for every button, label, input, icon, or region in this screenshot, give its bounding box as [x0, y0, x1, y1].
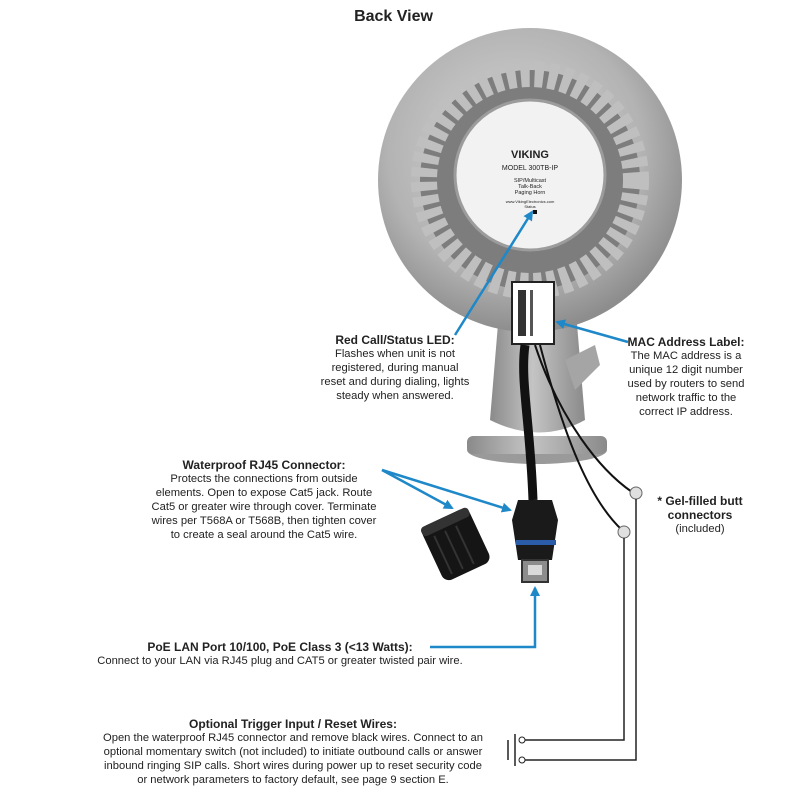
butt-connector-1 — [629, 486, 643, 500]
page-title: Back View — [354, 8, 433, 25]
status-text: Status — [524, 204, 535, 209]
mac-callout-line: The MAC address is a — [630, 350, 742, 362]
poe-callout-line: Connect to your LAN via RJ45 plug and CA… — [97, 655, 463, 667]
mac-arrow — [555, 319, 629, 344]
momentary-switch — [507, 734, 526, 766]
rj45-callout-line: to create a seal around the Cat5 wire. — [170, 529, 358, 541]
rj45-callout-line: elements. Open to expose Cat5 jack. Rout… — [155, 487, 373, 499]
mac-callout-line: used by routers to send — [627, 378, 745, 390]
led-callout-line: registered, during manual — [331, 362, 459, 374]
led-callout-line: steady when answered. — [336, 390, 454, 402]
led-callout-heading: Red Call/Status LED: — [335, 333, 455, 347]
horn-label-disc — [453, 98, 607, 252]
rj45-callout-line: Protects the connections from outside — [170, 473, 358, 485]
mac-callout: MAC Address Label: The MAC address is a … — [616, 335, 756, 419]
callout-arrows — [381, 210, 629, 649]
trigger-callout: Optional Trigger Input / Reset Wires: Op… — [86, 717, 500, 787]
website-text: www.VikingElectronics.com — [506, 199, 555, 204]
rj45-callout-heading: Waterproof RJ45 Connector: — [182, 458, 346, 472]
poe-arrow — [430, 586, 540, 649]
rj45-arrow-cover — [381, 468, 454, 510]
butt-connector-2 — [617, 525, 631, 539]
desc2-text: Talk-Back — [518, 184, 542, 190]
mac-callout-line: unique 12 digit number — [629, 364, 743, 376]
gel-callout-heading: * Gel-filled butt — [657, 494, 743, 508]
model-text: MODEL 300TB-IP — [502, 165, 558, 172]
gel-callout: * Gel-filled butt connectors (included) — [650, 494, 750, 536]
trigger-callout-line: Open the waterproof RJ45 connector and r… — [103, 732, 483, 744]
led-callout-line: Flashes when unit is not — [334, 348, 456, 360]
rj45-cover — [420, 507, 490, 581]
gel-callout-line: (included) — [675, 523, 725, 535]
rj45-arrow-jack — [381, 468, 512, 513]
status-led — [533, 210, 537, 214]
poe-callout-heading: PoE LAN Port 10/100, PoE Class 3 (<13 Wa… — [147, 640, 413, 654]
mac-callout-line: network traffic to the — [635, 392, 737, 404]
wing-nut — [565, 345, 600, 390]
cable-main — [519, 344, 538, 501]
trigger-callout-line: optional momentary switch (not included)… — [103, 746, 483, 758]
desc1-text: SIP/Multicast — [514, 178, 547, 184]
wire-2 — [539, 344, 623, 531]
horn-ribs — [411, 61, 649, 299]
brand-text: VIKING — [511, 149, 549, 161]
rj45-connector — [512, 500, 558, 560]
mac-callout-heading: MAC Address Label: — [627, 335, 745, 349]
rj45-callout-line: wires per T568A or T568B, then tighten c… — [151, 515, 377, 527]
trigger-wire-1 — [522, 499, 637, 761]
gel-callout-line: connectors — [667, 508, 733, 522]
poe-callout: PoE LAN Port 10/100, PoE Class 3 (<13 Wa… — [60, 640, 500, 668]
trigger-wire-2 — [522, 538, 625, 741]
stand-base-plate — [467, 436, 607, 454]
wire-1 — [534, 344, 633, 493]
trigger-callout-heading: Optional Trigger Input / Reset Wires: — [189, 717, 397, 731]
desc3-text: Paging Horn — [515, 190, 546, 196]
led-callout-line: reset and during dialing, lights — [320, 376, 470, 388]
led-callout: Red Call/Status LED: Flashes when unit i… — [305, 333, 485, 403]
led-arrow — [453, 210, 534, 336]
rj45-callout-line: Cat5 or greater wire through cover. Term… — [151, 501, 377, 513]
rj45-callout: Waterproof RJ45 Connector: Protects the … — [138, 458, 390, 542]
trigger-callout-line: inbound ringing SIP calls. Short wires d… — [104, 760, 482, 772]
mac-callout-line: correct IP address. — [639, 406, 733, 418]
trigger-callout-line: or network parameters to factory default… — [137, 774, 449, 786]
